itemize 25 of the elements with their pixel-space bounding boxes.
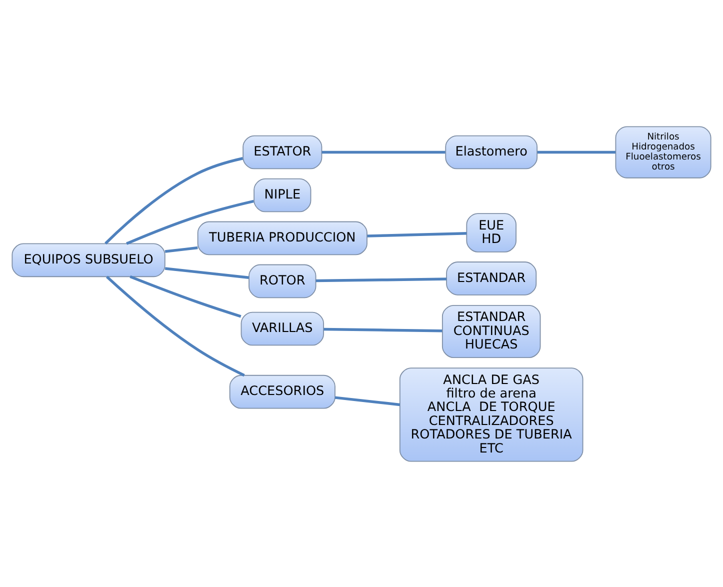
node-box: EQUIPOS SUBSUELO [12,242,166,277]
node-box: ROTOR [248,264,316,298]
node-box: ESTATOR [242,134,322,169]
node-box: Nitrilos Hidrogenados Fluoelastomeros otros [615,126,712,178]
node-box: ESTANDAR [446,261,537,295]
connector [367,232,467,237]
connector [164,266,249,278]
connector [130,274,242,318]
node-box: ANCLA DE GAS filtro de arena ANCLA DE TORQUE CENTRALIZADORES ROTADORES DE TUBERIA ETC [399,367,584,462]
connector [104,156,244,244]
node-box: TUBERIA PRODUCCION [197,220,368,255]
node-box: Elastomero [445,134,538,169]
connector [324,327,442,332]
connector [537,150,616,154]
node-box: EUE HD [466,212,516,252]
node-box: VARILLAS [240,311,324,346]
node-box: ESTANDAR CONTINUAS HUECAS [442,304,541,358]
node-box: NIPLE [254,178,312,212]
connector [322,150,446,154]
node-box: ACCESORIOS [229,374,336,408]
connector [164,246,198,252]
connector [106,275,245,376]
connector [126,199,254,244]
connector [334,396,400,406]
connector [316,277,446,282]
